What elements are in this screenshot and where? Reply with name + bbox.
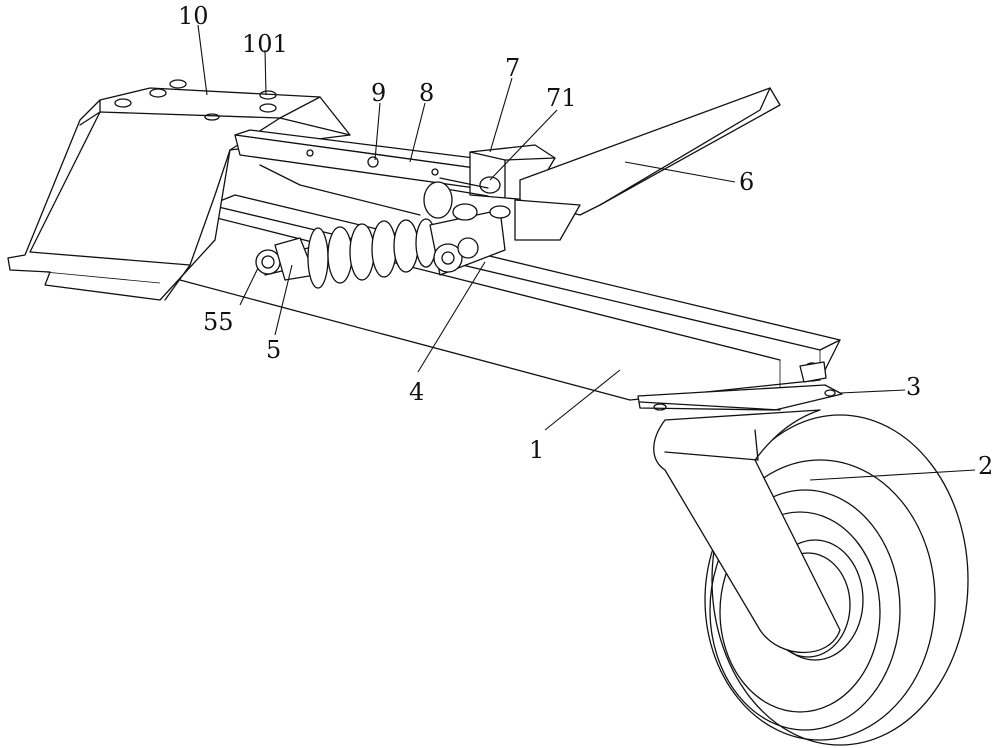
label-4: 4: [409, 378, 424, 406]
main-arm: [175, 195, 840, 400]
label-2: 2: [978, 452, 993, 480]
label-71: 71: [546, 84, 577, 112]
label-6: 6: [739, 168, 754, 196]
label-5: 5: [266, 336, 281, 364]
label-1: 1: [529, 436, 544, 464]
label-10: 10: [178, 2, 209, 30]
label-8: 8: [419, 79, 434, 107]
label-55: 55: [203, 308, 234, 336]
label-3: 3: [906, 373, 921, 401]
label-101: 101: [242, 30, 288, 58]
label-9: 9: [371, 79, 386, 107]
label-7: 7: [505, 54, 520, 82]
